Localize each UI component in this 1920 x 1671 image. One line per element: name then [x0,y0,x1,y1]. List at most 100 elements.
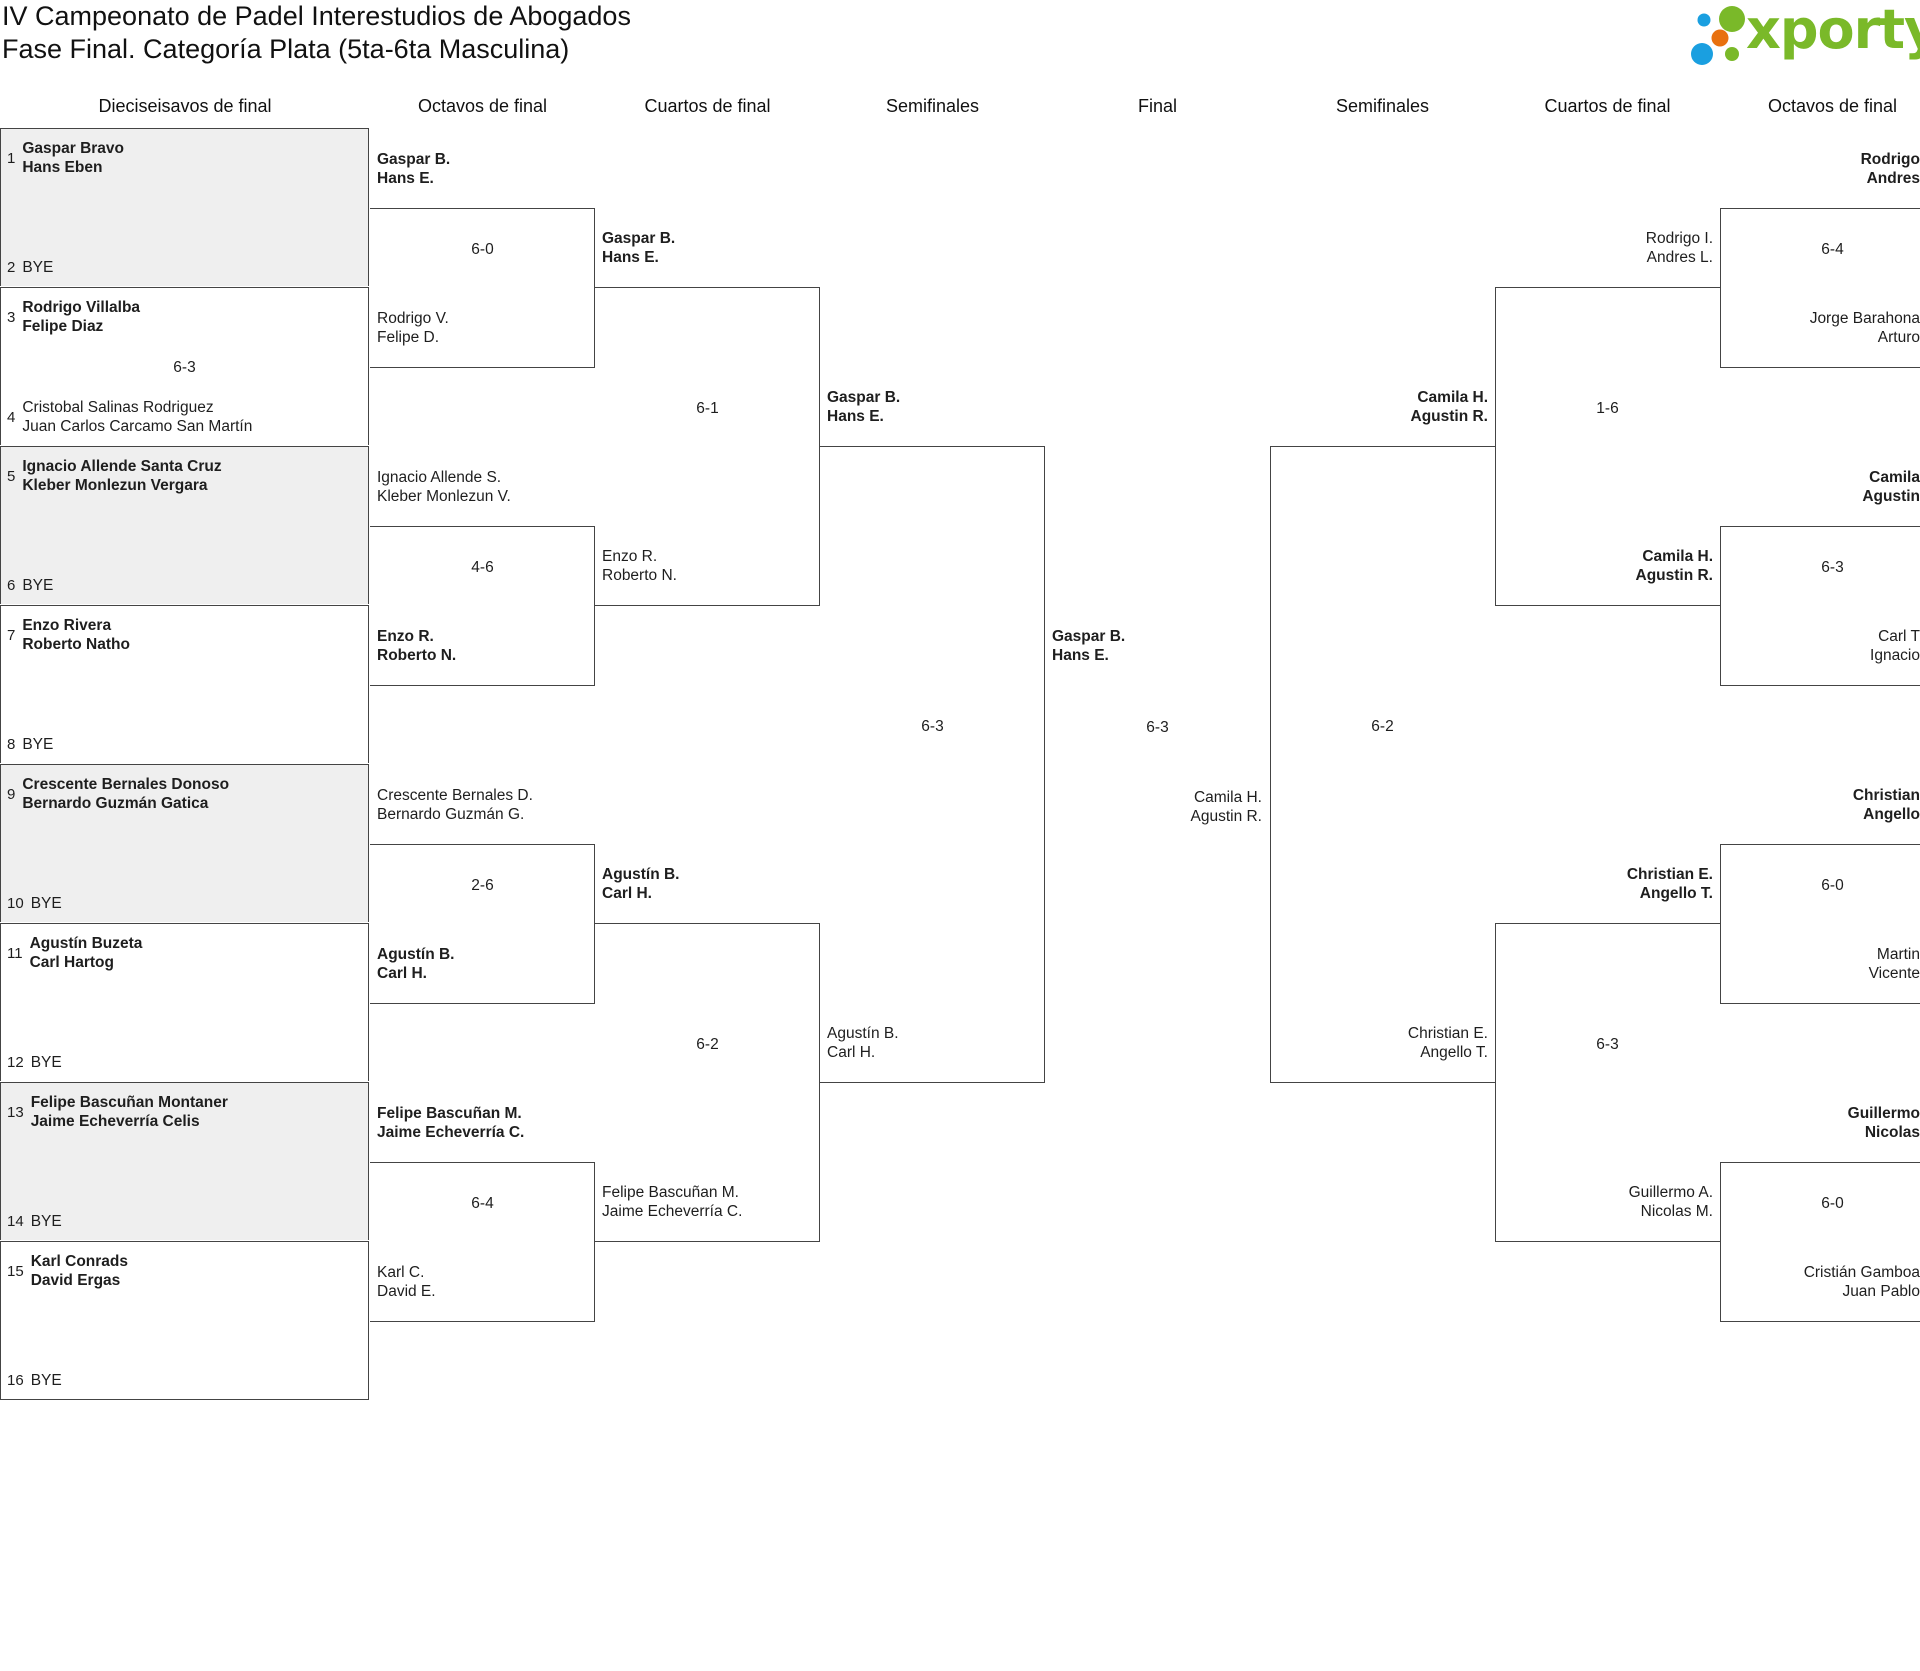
bracket-connector [595,923,820,1242]
player-name: Rodrigo Villalba [22,299,141,316]
team-bottom[interactable]: Camila H.Agustin R. [1636,547,1714,585]
team-bottom[interactable]: Enzo R.Roberto N. [602,547,677,585]
match-score: 6-3 [1596,1036,1619,1053]
entrant-bottom[interactable]: 12 BYE [7,1053,62,1072]
player-name: Christian E. [1407,1025,1488,1042]
seed-number: 2 [7,259,16,276]
seed-number: 12 [7,1054,24,1071]
finalist-bottom[interactable]: Camila H.Agustin R. [1190,788,1262,826]
team-bottom[interactable]: Agustín B.Carl H. [827,1024,899,1062]
player-name: Kleber Monlezun V. [377,487,511,505]
player-name: Ignacio [1870,646,1920,664]
xporty-logo[interactable]: xporty [1690,0,1920,68]
player-name: Camila H. [1417,389,1488,406]
player-name: Christian [1852,786,1920,804]
seed-number: 14 [7,1213,24,1230]
player-name: Cristobal Salinas Rodriguez [22,399,214,416]
player-name: Gaspar Bravo [22,140,125,157]
bracket-connector [820,446,1045,1083]
bracket-connector [370,843,595,1004]
seed-number: 6 [7,577,16,594]
player-name: Andres L. [1646,249,1713,266]
round-header: Cuartos de final [644,96,771,116]
team-bottom[interactable]: Agustín B.Carl H. [377,945,455,983]
player-name: Gaspar B. [827,389,901,406]
player-name: Martin [1876,945,1920,963]
match-score: 4-6 [471,559,494,576]
pair-names: BYE [22,576,53,595]
player-name: Hans E. [602,249,659,266]
finalist-top[interactable]: Gaspar B.Hans E. [1052,627,1125,665]
team-bottom[interactable]: Rodrigo V.Felipe D. [377,309,449,347]
seed-number: 16 [7,1372,24,1389]
seed-number: 4 [7,408,16,426]
team-top[interactable]: Gaspar B.Hans E. [377,150,450,188]
entrant-bottom[interactable]: 6 BYE [7,576,53,595]
team-bottom[interactable]: Enzo R.Roberto N. [377,627,456,665]
player-name: Juan Pablo [1842,1282,1920,1300]
team-top[interactable]: Camila H.Agustin R. [1411,388,1489,426]
team-top[interactable]: Gaspar B.Hans E. [602,229,675,267]
team-top[interactable]: Rodrigo I. Andres L. [1646,229,1713,267]
pair-names: BYE [31,1053,62,1072]
player-name: Crescente Bernales Donoso [22,776,230,793]
player-name: Enzo R. [602,548,658,565]
team-top[interactable]: Christian E.Angello T. [1627,865,1713,903]
player-name: Jaime Echeverría C. [377,1123,525,1141]
player-name: David E. [377,1282,436,1300]
match-score: 6-0 [471,241,494,258]
team-top[interactable]: Ignacio Allende S.Kleber Monlezun V. [377,468,511,506]
team-top[interactable]: Agustín B.Carl H. [602,865,680,903]
team-top[interactable]: Gaspar B.Hans E. [827,388,900,426]
seed-number: 1 [7,149,16,167]
team-bottom[interactable]: Guillermo A.Nicolas M. [1629,1183,1713,1221]
team-bottom[interactable]: Karl C.David E. [377,1263,436,1301]
player-name: Gaspar B. [377,150,451,168]
bracket-connector [1720,1161,1920,1322]
team-bottom[interactable]: Christian E.Angello T. [1408,1024,1488,1062]
pair-names: BYE [31,1212,62,1231]
team-top[interactable]: Crescente Bernales D.Bernardo Guzmán G. [377,786,533,824]
bracket-connector [1720,207,1920,368]
seed-number: 8 [7,736,16,753]
player-name: Carl H. [377,964,427,982]
round-header: Dieciseisavos de final [98,96,272,116]
player-name: Felipe Bascuñan M. [602,1184,739,1201]
entrant-bottom[interactable]: 14 BYE [7,1212,62,1231]
player-name: Felipe Bascuñan Montaner [30,1094,228,1111]
player-name: Rodrigo I. [1645,230,1713,247]
player-name: Felipe D. [377,328,440,346]
logo-dots-icon [1691,6,1745,65]
match-score: 6-3 [921,718,944,735]
pair-names: BYE [31,894,62,913]
team-bottom[interactable]: Felipe Bascuñan M.Jaime Echeverría C. [602,1183,742,1221]
team-top[interactable]: Felipe Bascuñan M.Jaime Echeverría C. [377,1104,524,1142]
